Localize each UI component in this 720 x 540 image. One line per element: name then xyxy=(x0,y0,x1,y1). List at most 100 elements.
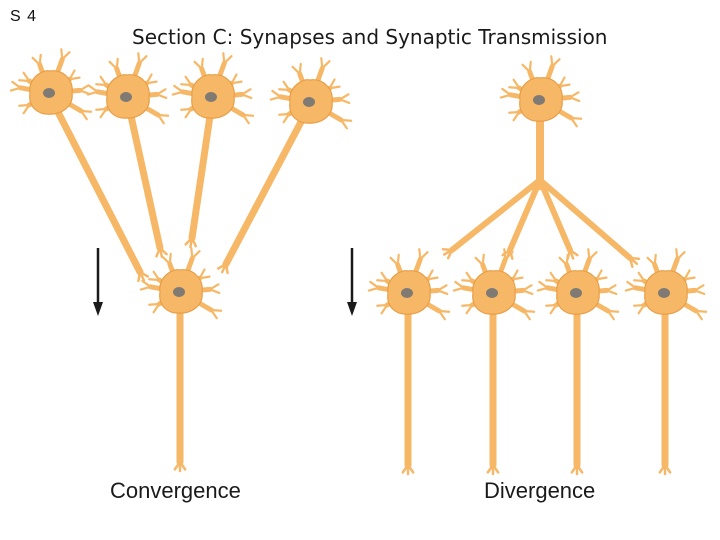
convergence-input-neuron-2-dendrite-branch xyxy=(108,60,118,70)
convergence-input-neuron-4-dendrite-branch xyxy=(298,62,302,75)
convergence-target-neuron-dendrite-branch xyxy=(198,268,206,280)
convergence-input-neuron-3-dendrite-branch xyxy=(184,107,193,119)
divergence-source-neuron-dendrite-branch xyxy=(568,91,580,99)
divergence-source-neuron-dendrite-branch xyxy=(528,60,532,73)
convergence-input-neuron-3-dendrite-branch xyxy=(242,113,255,117)
convergence-input-neuron-3-axon-terminal xyxy=(184,236,198,249)
divergence-target-neuron-1-dendrite-branch xyxy=(396,253,400,266)
convergence-input-neuron-3-dendrite-branch xyxy=(230,73,238,85)
divergence-target-neuron-3 xyxy=(536,248,620,476)
divergence-source-neuron-dendrite-branch xyxy=(501,87,512,96)
convergence-input-neuron-1-dendrite-branch xyxy=(31,56,41,66)
convergence-input-neuron-2-dendrite-branch xyxy=(145,80,158,85)
convergence-arrow xyxy=(93,248,103,316)
divergence-source-neuron-dendrite-branch xyxy=(570,116,578,128)
convergence-input-neuron-4-nucleus xyxy=(303,97,315,107)
divergence-target-neuron-4 xyxy=(624,248,708,476)
divergence-target-neuron-2-dendrite-branch xyxy=(503,248,507,261)
convergence-input-neuron-2-dendrite-branch xyxy=(155,88,167,96)
divergence-target-neuron-2-dendrite-branch xyxy=(521,289,534,296)
divergence-axon-terminal-4-twig xyxy=(628,256,634,268)
convergence-input-neuron-4-dendrite-branch xyxy=(340,118,353,122)
convergence-target-neuron-axon-terminal-twig xyxy=(173,460,182,471)
convergence-input-neuron-4-dendrite-branch xyxy=(291,65,301,75)
divergence-target-neuron-3-dendrite-branch xyxy=(595,276,608,281)
divergence-target-neuron-1-dendrite-branch xyxy=(418,248,422,261)
convergence-input-neuron-1 xyxy=(9,48,150,283)
divergence-axon-terminal-1 xyxy=(441,247,454,260)
divergence-axon-branch-1 xyxy=(449,177,543,253)
divergence-axon-branch-4 xyxy=(537,177,633,261)
convergence-input-neuron-4-dendrite-branch xyxy=(321,60,331,70)
convergence-input-neuron-3-dendrite-branch xyxy=(173,84,184,93)
convergence-input-neuron-1-dendrite-branch xyxy=(78,84,90,92)
divergence-source-neuron-dendrite-branch xyxy=(521,63,531,73)
convergence-target-neuron-dendrite-branch xyxy=(139,285,152,291)
divergence-target-neuron-1-dendrite-branch xyxy=(369,280,380,289)
divergence-target-neuron-3-nucleus xyxy=(570,288,582,298)
divergence-source-neuron-dendrite-branch xyxy=(512,78,521,90)
convergence-input-neuron-4-dendrite-branch xyxy=(269,95,282,101)
divergence-target-neuron-2-dendrite-branch xyxy=(465,303,474,315)
convergence-input-neuron-1-nucleus xyxy=(43,88,55,98)
divergence-target-neuron-2-dendrite-branch xyxy=(481,253,485,266)
convergence-input-neuron-2-dendrite-branch xyxy=(157,113,165,125)
divergence-axon-terminal-3 xyxy=(566,248,579,260)
divergence-source-neuron-dendrite-branch xyxy=(551,58,561,68)
divergence-target-neuron-1-axon-terminal xyxy=(401,463,415,476)
convergence-target-neuron-dendrite-branch xyxy=(141,279,152,288)
convergence-input-neuron-3 xyxy=(171,52,255,249)
convergence-input-neuron-2-dendrite-branch xyxy=(155,93,168,100)
divergence-target-neuron-3-dendrite-branch xyxy=(588,251,598,261)
convergence-input-neuron-3-dendrite-branch xyxy=(200,57,204,70)
divergence-target-neuron-4-dendrite-branch xyxy=(646,256,656,266)
convergence-input-neuron-2-nucleus xyxy=(120,92,132,102)
divergence-target-neuron-3-dendrite-branch xyxy=(538,280,549,289)
convergence-input-neuron-4-dendrite-branch xyxy=(340,118,348,130)
divergence-target-neuron-1-dendrite-branch xyxy=(380,271,389,283)
convergence-input-neuron-3-axon xyxy=(188,112,214,242)
convergence-input-neuron-2-axon-terminal-twig xyxy=(155,246,162,258)
convergence-input-neuron-3-dendrite-branch xyxy=(180,83,193,87)
convergence-input-neuron-4-dendrite-branch xyxy=(320,57,324,70)
divergence-target-neuron-3-dendrite-branch xyxy=(607,309,615,321)
divergence-target-neuron-1-dendrite-branch xyxy=(426,276,439,281)
divergence-target-neuron-3-dendrite-branch xyxy=(545,279,558,283)
divergence-target-neuron-3-dendrite-branch xyxy=(549,303,558,315)
divergence-target-neuron-1-dendrite-branch xyxy=(380,303,389,315)
convergence-input-neuron-2-axon xyxy=(127,112,164,252)
convergence-input-neuron-1-dendrite-branch xyxy=(9,86,22,92)
convergence-input-neuron-3-dendrite-branch xyxy=(171,90,184,96)
convergence-input-neuron-3-dendrite-branch xyxy=(242,113,250,125)
divergence-target-neuron-1-dendrite-branch xyxy=(438,309,446,321)
convergence-input-neuron-3-dendrite-branch xyxy=(230,80,243,85)
divergence-target-neuron-2-dendrite-branch xyxy=(452,286,465,292)
convergence-target-neuron-dendrite-branch xyxy=(190,247,194,260)
divergence-source-neuron-dendrite-branch xyxy=(550,55,554,68)
divergence-target-neuron-2-dendrite-branch xyxy=(511,276,524,281)
divergence-target-neuron-1-dendrite-branch xyxy=(419,251,429,261)
convergence-target-neuron-dendrite-branch xyxy=(161,255,171,265)
convergence-input-neuron-1-axon-terminal xyxy=(137,270,150,283)
divergence-target-neuron-4-dendrite-branch xyxy=(637,271,646,283)
divergence-target-neuron-4-dendrite-branch xyxy=(693,284,705,292)
divergence-target-neuron-2-axon-terminal-twig xyxy=(486,463,495,474)
convergence-input-neuron-2-dendrite-branch xyxy=(145,73,153,85)
divergence-target-neuron-1 xyxy=(367,248,451,476)
convergence-input-neuron-3-dendrite-branch xyxy=(222,52,226,65)
convergence-input-neuron-4-dendrite-branch xyxy=(282,112,291,124)
divergence-axon-terminal-4 xyxy=(628,256,641,268)
divergence-axon-branch-3 xyxy=(537,177,573,253)
convergence-input-neuron-2-dendrite-branch xyxy=(95,83,108,87)
divergence-target-neuron-2-dendrite-branch xyxy=(465,271,474,283)
divergence-target-neuron-1-dendrite-branch xyxy=(436,289,449,296)
divergence-target-neuron-3-dendrite-branch xyxy=(605,289,618,296)
convergence-input-neuron-1-dendrite-branch xyxy=(18,103,31,107)
convergence-input-neuron-4-axon xyxy=(222,116,306,268)
convergence-input-neuron-2-dendrite-branch xyxy=(95,107,108,111)
divergence-source-neuron-dendrite-branch xyxy=(508,110,521,114)
divergence-axon-terminal-1-twig xyxy=(441,247,454,252)
convergence-target-neuron-dendrite-branch xyxy=(168,252,172,265)
convergence-input-neuron-1-dendrite-branch xyxy=(22,103,31,115)
divergence-target-neuron-1-dendrite-branch xyxy=(367,286,380,292)
